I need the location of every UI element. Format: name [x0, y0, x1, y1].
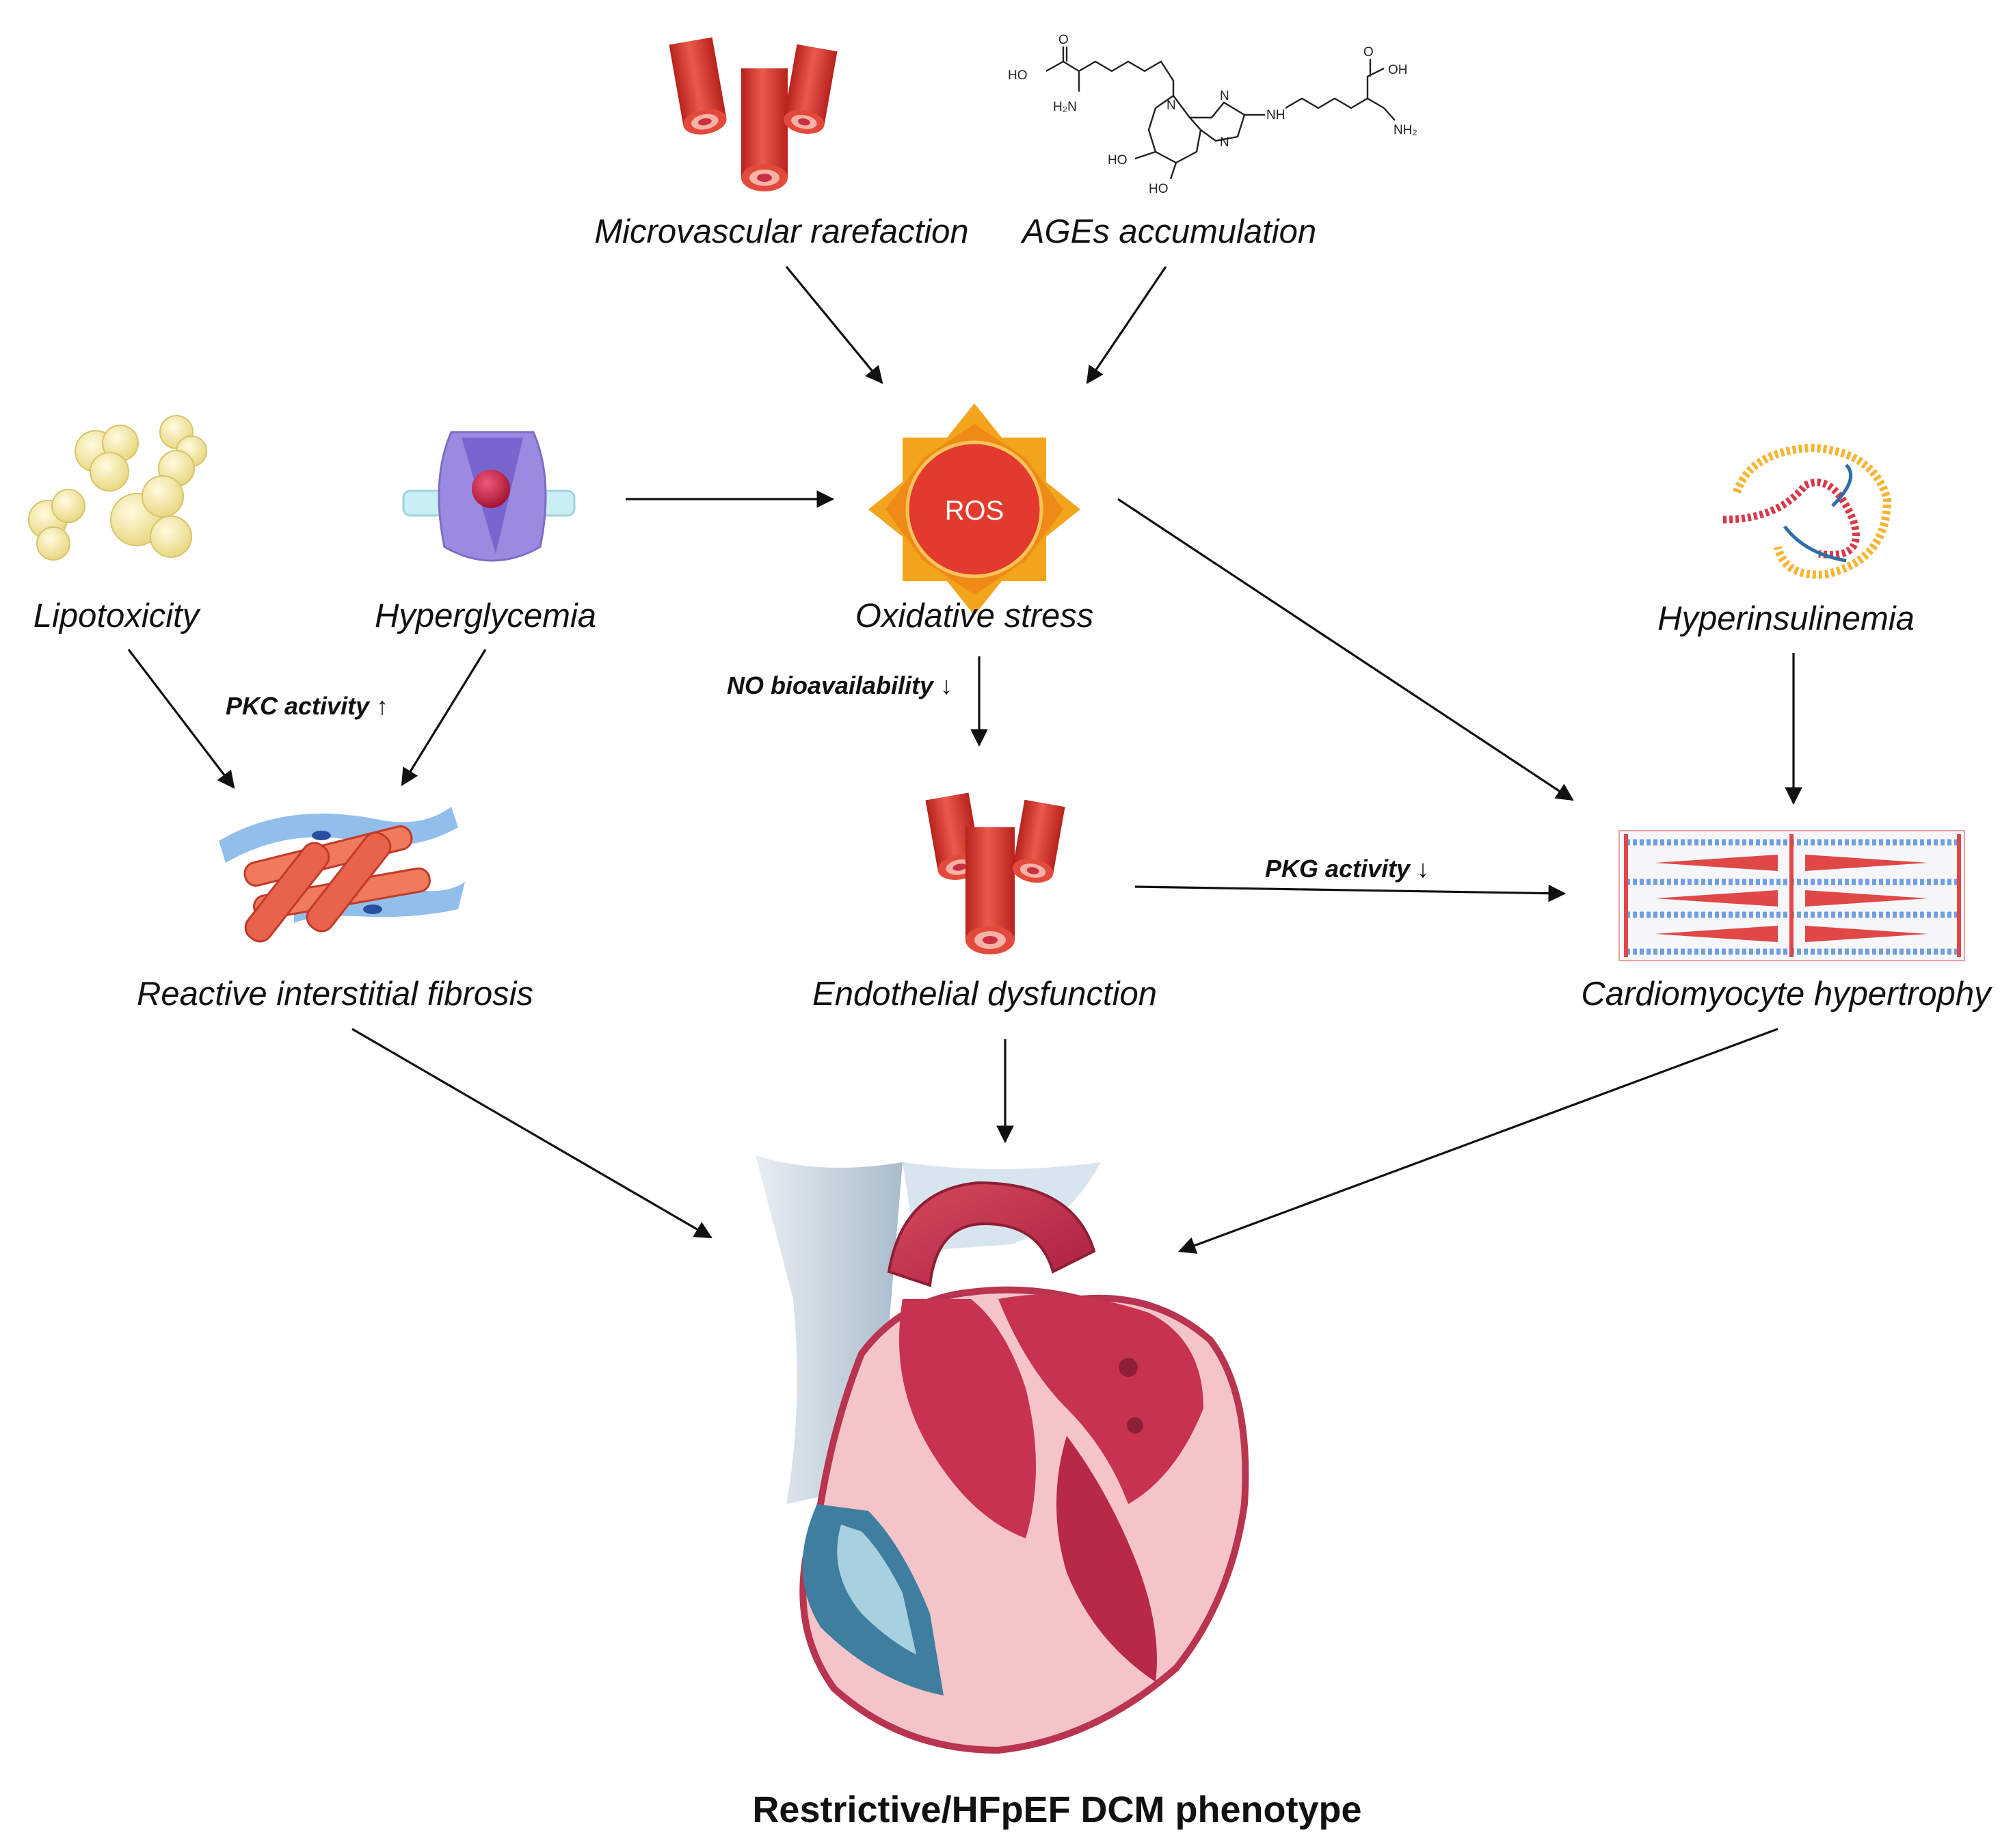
- hyperinsulinemia-label: Hyperinsulinemia: [1657, 600, 1915, 637]
- chem-label-h2n: H₂N: [1053, 100, 1077, 114]
- sarcomere-icon: [1618, 830, 1965, 961]
- hyperglycemia-label: Hyperglycemia: [375, 598, 596, 634]
- chem-label-o-top: O: [1058, 33, 1069, 47]
- microvascular-rarefaction-label: Microvascular rarefaction: [594, 213, 968, 250]
- chem-label-o-right: O: [1363, 45, 1374, 59]
- heart-cross-section-icon: [756, 1155, 1249, 1754]
- vessels-icon-middle: [925, 792, 1065, 954]
- chem-label-nh: NH: [1266, 108, 1285, 122]
- insulin-chain-icon: [1722, 443, 1892, 579]
- arrows: [127, 265, 1802, 1254]
- pkg-activity-label: PKG activity ↓: [1265, 855, 1429, 883]
- chem-label-ho-mid: HO: [1108, 153, 1128, 168]
- fibrosis-icon: [219, 807, 465, 943]
- lipotoxicity-label: Lipotoxicity: [34, 598, 201, 634]
- ros-star-icon: [868, 403, 1080, 615]
- chem-label-n1: N: [1167, 98, 1176, 113]
- arrow-microvascular-to-oxidative: [785, 265, 883, 384]
- arrow-hypertrophy-to-heart: [1178, 1028, 1778, 1254]
- chem-label-n2: N: [1220, 89, 1229, 103]
- cardiomyocyte-hypertrophy-label: Cardiomyocyte hypertrophy: [1581, 976, 1992, 1013]
- ros-label: ROS: [945, 496, 1004, 526]
- chem-label-ho-bot: HO: [1149, 182, 1169, 196]
- chem-label-ho-top: HO: [1008, 68, 1028, 83]
- oxidative-stress-label: Oxidative stress: [855, 598, 1094, 634]
- ages-molecule-labels: HO O H₂N N N N NH HO HO O OH NH₂: [1008, 33, 1417, 196]
- arrow-lipotoxicity-to-fibrosis: [127, 649, 235, 789]
- arrow-ages-to-oxidative: [1086, 266, 1167, 384]
- arrow-fibrosis-to-heart: [351, 1028, 712, 1239]
- outcome-title: Restrictive/HFpEF DCM phenotype: [752, 1789, 1361, 1830]
- arrow-oxidative-to-hypertrophy: [1117, 498, 1574, 801]
- arrow-endothelial-to-hypertrophy: [1134, 884, 1567, 902]
- vessels-icon-top: [669, 37, 838, 191]
- arrow-hyperglycemia-to-fibrosis: [401, 649, 487, 786]
- ages-accumulation-label: AGEs accumulation: [1020, 213, 1316, 250]
- glucose-transporter-icon: [402, 431, 576, 562]
- chem-label-n3: N: [1220, 135, 1229, 150]
- pkc-activity-label: PKC activity ↑: [226, 692, 388, 720]
- no-bioavailability-label: NO bioavailability ↓: [727, 671, 952, 699]
- chem-label-oh-right: OH: [1388, 63, 1408, 77]
- endothelial-dysfunction-label: Endothelial dysfunction: [812, 976, 1157, 1013]
- ages-molecule-icon: [1045, 46, 1396, 180]
- chem-label-nh2-right: NH₂: [1394, 123, 1417, 137]
- fat-cells-icon: [28, 415, 207, 561]
- fibrosis-label: Reactive interstitial fibrosis: [137, 976, 533, 1013]
